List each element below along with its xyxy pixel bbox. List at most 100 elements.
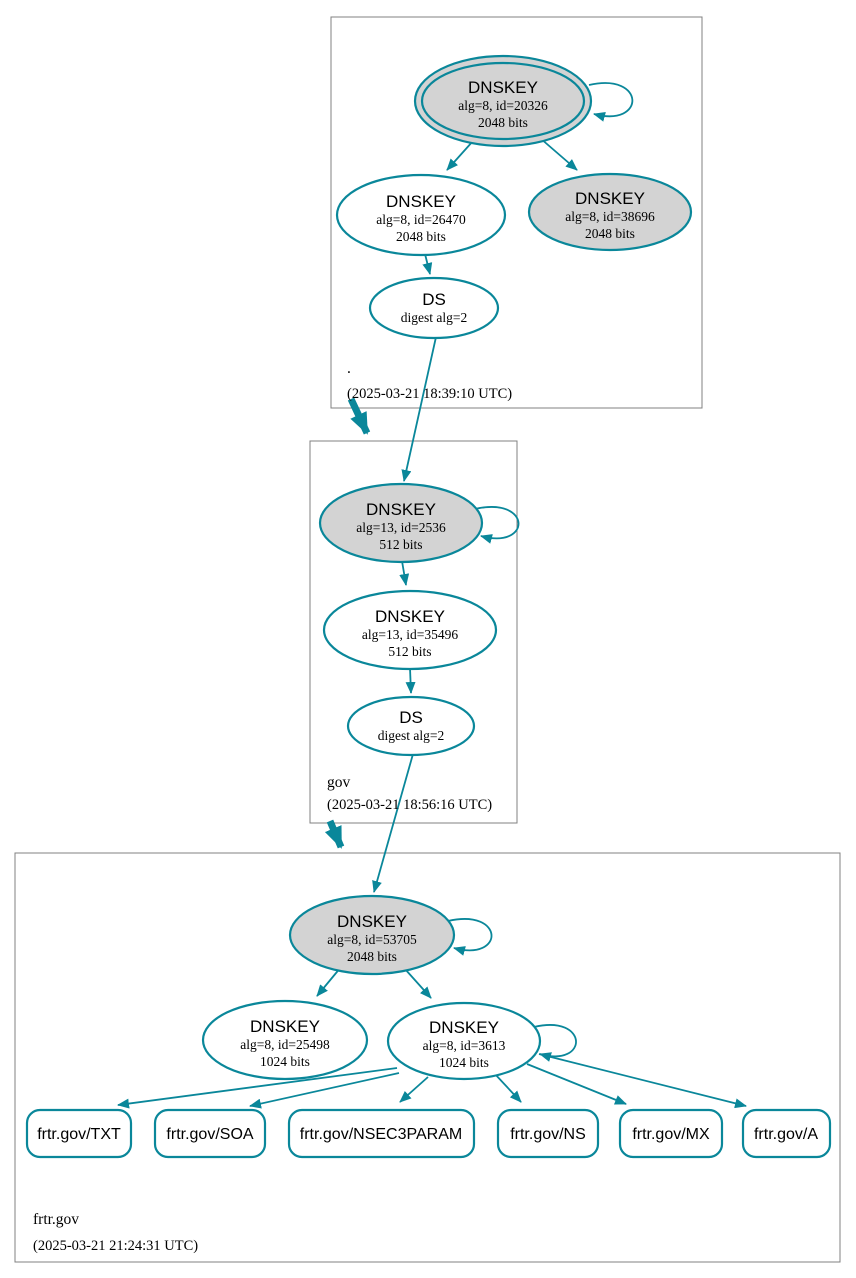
node-detail: alg=13, id=2536 [356,520,446,535]
edges [117,82,747,1109]
rrset-label: frtr.gov/TXT [37,1126,121,1143]
ds-ellipse[interactable] [346,695,476,757]
node-title: DS [422,290,446,309]
edge-root-ksk-to-zsk [446,140,474,171]
rrset-label: frtr.gov/MX [632,1126,710,1143]
node-detail: alg=8, id=26470 [376,212,466,227]
node-detail: alg=8, id=3613 [423,1038,506,1053]
node-title: DS [399,708,423,727]
rrset-box[interactable] [741,1108,832,1159]
edge-gov-ds-to-frtr-ksk [372,753,414,893]
zsk-ellipse[interactable] [335,173,507,257]
node-dnskey-25498[interactable]: DNSKEY alg=8, id=25498 1024 bits [201,999,369,1081]
zone-gov: DNSKEY alg=13, id=2536 512 bits DNSKEY a… [318,482,498,813]
node-title: DNSKEY [468,78,538,97]
zone-root: DNSKEY alg=8, id=20326 2048 bits DNSKEY … [335,54,693,402]
rrset-frtr-gov-soa[interactable]: frtr.gov/SOA [153,1108,267,1159]
edge-frtr-ksk-to-zsk2 [404,968,432,999]
edge-frtr-ksk-to-zsk1 [316,966,342,997]
node-detail: 2048 bits [347,949,397,964]
rrset-frtr-gov-a[interactable]: frtr.gov/A [741,1108,832,1159]
zone-box-frtr-gov [14,852,841,1263]
node-dnskey-20326[interactable]: DNSKEY alg=8, id=20326 2048 bits [413,54,593,148]
rrset-box[interactable] [618,1108,724,1159]
node-detail: 2048 bits [585,226,635,241]
node-detail: 512 bits [379,537,422,552]
edge-frtr-zsk2-to-a [538,1053,747,1109]
zone-timestamp: (2025-03-21 18:39:10 UTC) [347,386,512,402]
edge-root-ksk-to-standby [539,137,578,171]
edge-delegation-root-to-gov [347,397,371,435]
zone-timestamp: (2025-03-21 18:56:16 UTC) [327,797,492,813]
node-dnskey-38696[interactable]: DNSKEY alg=8, id=38696 2048 bits [527,172,693,252]
edge-root-ksk-selfloop [588,82,634,122]
node-detail: 2048 bits [396,229,446,244]
rrset-label: frtr.gov/A [754,1126,818,1143]
node-detail: digest alg=2 [401,310,467,325]
edge-root-ds-to-gov-ksk [401,336,437,482]
rrset-frtr-gov-mx[interactable]: frtr.gov/MX [618,1108,724,1159]
ds-ellipse[interactable] [368,276,500,340]
rrset-box[interactable] [25,1108,133,1159]
node-detail: 1024 bits [260,1054,310,1069]
node-dnskey-53705[interactable]: DNSKEY alg=8, id=53705 2048 bits [288,894,456,976]
zone-timestamp: (2025-03-21 21:24:31 UTC) [33,1238,198,1254]
node-detail: alg=8, id=38696 [565,209,655,224]
rrset-box[interactable] [496,1108,600,1159]
edge-frtr-zsk2-to-txt [117,1067,398,1109]
edge-gov-zsk-to-ds [405,667,416,694]
node-title: DNSKEY [386,192,456,211]
edge-frtr-zsk2-to-ns [493,1072,522,1103]
node-title: DNSKEY [575,189,645,208]
edge-gov-ksk-to-zsk [399,560,410,586]
node-detail: alg=8, id=20326 [458,98,548,113]
node-title: DNSKEY [429,1018,499,1037]
rrset-frtr-gov-txt[interactable]: frtr.gov/TXT [25,1108,133,1159]
standby-ellipse[interactable] [527,172,693,252]
zone-name: gov [327,774,351,791]
node-title: DNSKEY [375,607,445,626]
node-title: DNSKEY [250,1017,320,1036]
rrset-frtr-gov-ns[interactable]: frtr.gov/NS [496,1108,600,1159]
zone-name: . [347,360,351,377]
edge-frtr-zsk2-selfloop-ksk [447,918,493,956]
edge-frtr-zsk2-to-nsec3param [399,1076,429,1103]
node-ds-root[interactable]: DS digest alg=2 [368,276,500,340]
zone-name: frtr.gov [33,1211,79,1228]
edge-gov-ksk-selfloop [474,506,520,544]
edge-frtr-zsk2-selfloop [533,1024,577,1062]
node-dnskey-26470[interactable]: DNSKEY alg=8, id=26470 2048 bits [335,173,507,257]
zsk-ellipse[interactable] [322,589,498,671]
node-detail: 512 bits [388,644,431,659]
zsk2-ellipse[interactable] [386,1001,542,1081]
node-detail: 2048 bits [478,115,528,130]
node-ds-gov[interactable]: DS digest alg=2 [346,695,476,757]
zsk1-ellipse[interactable] [201,999,369,1081]
rrset-frtr-gov-nsec3param[interactable]: frtr.gov/NSEC3PARAM [287,1108,476,1159]
node-dnskey-2536[interactable]: DNSKEY alg=13, id=2536 512 bits [318,482,484,564]
ksk-ellipse[interactable] [288,894,456,976]
node-dnskey-3613[interactable]: DNSKEY alg=8, id=3613 1024 bits [386,1001,542,1081]
node-detail: alg=13, id=35496 [362,627,458,642]
edge-delegation-gov-to-frtr [324,819,345,849]
node-title: DNSKEY [337,912,407,931]
rrset-box[interactable] [153,1108,267,1159]
node-detail: alg=8, id=25498 [240,1037,330,1052]
edge-frtr-zsk2-to-mx [526,1063,627,1105]
rrset-label: frtr.gov/NS [510,1126,586,1143]
zone-frtr-gov: DNSKEY alg=8, id=53705 2048 bits DNSKEY … [25,894,832,1254]
edge-frtr-zsk2-to-soa [249,1072,400,1109]
zone-box-root [330,16,703,409]
node-detail: digest alg=2 [378,728,444,743]
rrset-box[interactable] [287,1108,476,1159]
edge-root-zsk-to-ds [422,253,433,275]
node-title: DNSKEY [366,500,436,519]
rrset-label: frtr.gov/NSEC3PARAM [300,1126,462,1143]
node-detail: alg=8, id=53705 [327,932,417,947]
rrset-label: frtr.gov/SOA [166,1126,253,1143]
ksk-ellipse[interactable] [318,482,484,564]
ksk-inner-ring [420,61,586,141]
node-dnskey-35496[interactable]: DNSKEY alg=13, id=35496 512 bits [322,589,498,671]
